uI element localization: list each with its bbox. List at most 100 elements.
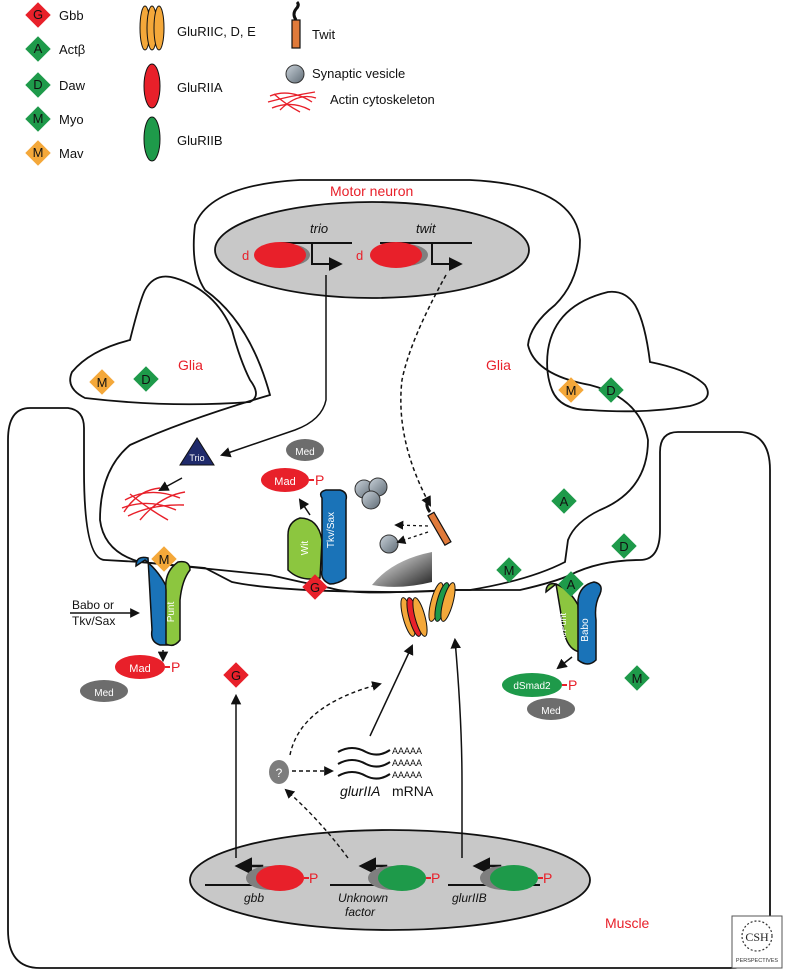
- med-left: Med: [80, 680, 128, 702]
- polya-1: AAAAA: [392, 746, 422, 756]
- gbb-secreted-letter: G: [231, 668, 241, 683]
- motor-neuron-label: Motor neuron: [330, 183, 413, 199]
- witpunt-label: Wit/Punt: [558, 612, 568, 647]
- glurIIB-expression-arrow: [450, 637, 463, 858]
- mad-left-label: Mad: [129, 663, 150, 675]
- gluriicde-icon: [139, 5, 165, 51]
- babo-receptor: [577, 581, 602, 665]
- mrna-to-glurIIA-arrow: [369, 644, 414, 737]
- unknown-mark: ?: [276, 766, 283, 780]
- polya-3: AAAAA: [392, 770, 422, 780]
- daw-free-letter: D: [619, 539, 628, 554]
- logo-line1: CSH: [745, 930, 769, 944]
- actb-bound-ligand: A: [558, 571, 584, 597]
- legend-daw: D Daw: [25, 72, 86, 98]
- legend-gluriib-label: GluRIIB: [177, 133, 223, 148]
- legend-gluriicde: GluRIIC, D, E: [139, 5, 256, 51]
- twit-repressor-red: [370, 242, 422, 268]
- gbb-activator-phos: P: [309, 870, 318, 886]
- wit-label: Wit: [300, 541, 311, 556]
- legend-twit-label: Twit: [312, 27, 336, 42]
- motor-neuron-outline: [99, 179, 649, 594]
- csh-perspectives-logo: CSH PERSPECTIVES: [731, 915, 783, 969]
- babo-receptor-complex: Wit/Punt Babo: [545, 581, 602, 665]
- unknown-expression-arrow: [284, 788, 349, 859]
- mad-top-phos: P: [315, 472, 324, 488]
- mrna-word-label: mRNA: [392, 783, 434, 799]
- legend-mav-label: Mav: [59, 146, 84, 161]
- synaptic-vesicles: [354, 477, 399, 554]
- trio-promoter-arrow: [311, 243, 343, 271]
- glurIIB-gene-label: glurIIB: [452, 891, 487, 905]
- unknown-gene-label-2: factor: [345, 905, 376, 919]
- punt-label: Punt: [166, 601, 177, 622]
- active-zone: [372, 552, 432, 587]
- gbb-activator: [256, 865, 304, 891]
- twit-promoter-arrow: [431, 243, 463, 271]
- legend-actin-label: Actin cytoskeleton: [330, 92, 435, 107]
- trio-repressor-red: [254, 242, 306, 268]
- med-top: Med: [286, 439, 324, 461]
- wit-tkvsax-receptor: Wit Tkv/Sax: [287, 489, 348, 585]
- glia-left-outline: [69, 275, 257, 406]
- mrna-gene-label: glurIIA: [340, 783, 380, 799]
- med-top-label: Med: [295, 447, 314, 458]
- mad-top-label: Mad: [274, 476, 295, 488]
- glurIIB-activator: [490, 865, 538, 891]
- legend-actb-letter: A: [34, 41, 43, 56]
- gluriia-icon: [143, 63, 161, 109]
- actb-free-letter: A: [560, 494, 569, 509]
- twit-to-vesicle-arrow-2: [396, 531, 429, 545]
- dsmad2: dSmad2 P: [502, 673, 577, 697]
- unknown-factor-protein: ?: [269, 760, 289, 784]
- legend-gluriia-label: GluRIIA: [177, 80, 223, 95]
- logo-line2: PERSPECTIVES: [736, 958, 779, 964]
- punt-receptor-complex: Punt: [135, 556, 191, 647]
- actb-bound-letter: A: [567, 577, 576, 592]
- mav-bound-letter: M: [159, 552, 170, 567]
- glia-right-daw-letter: D: [606, 383, 615, 398]
- trio-to-actin-arrow: [158, 477, 183, 492]
- unknown-activator: [378, 865, 426, 891]
- neuron-nucleus: trio d twit d: [214, 201, 530, 299]
- legend-myo-label: Myo: [59, 112, 84, 127]
- muscle-label: Muscle: [605, 915, 650, 931]
- med-left-label: Med: [94, 688, 113, 699]
- gbb-secreted: G: [223, 662, 249, 688]
- legend-daw-letter: D: [33, 77, 42, 92]
- twit-rep-label: d: [356, 248, 363, 263]
- glia-left-daw-letter: D: [141, 372, 150, 387]
- daw-diamond-icon: [25, 72, 51, 98]
- actin-icon: [267, 91, 317, 113]
- legend-twit: Twit: [291, 0, 336, 49]
- legend-synaptic-vesicle: Synaptic vesicle: [285, 64, 405, 84]
- legend-mav: M Mav: [25, 140, 84, 166]
- legend-gluriia: GluRIIA: [143, 63, 223, 109]
- dsmad2-label: dSmad2: [513, 681, 551, 692]
- glia-left-mav-letter: M: [97, 375, 108, 390]
- trio-rep-label: d: [242, 248, 249, 263]
- receptor-to-mad-arrow: [298, 498, 311, 516]
- legend-gbb-label: Gbb: [59, 8, 84, 23]
- glia-right-ligands: M D: [558, 377, 624, 403]
- legend-actb: A Actβ: [25, 36, 85, 62]
- trio-protein: Trio: [179, 437, 215, 466]
- muscle-nucleus: P gbb P Unknown factor P glurIIB: [189, 829, 591, 931]
- gluriib-icon: [143, 116, 161, 162]
- twit-protein: [425, 499, 452, 547]
- tkvsax-note-label: Tkv/Sax: [72, 614, 115, 628]
- glia-right-mav-letter: M: [566, 383, 577, 398]
- mad-left-phos: P: [171, 659, 180, 675]
- mad-left: Mad P: [115, 655, 180, 679]
- glia-right-outline: [546, 290, 709, 413]
- unknown-gene-label-1: Unknown: [338, 891, 388, 905]
- twit-icon: [291, 0, 301, 49]
- myo-free-letter-2: M: [632, 671, 643, 686]
- legend-gluriicde-label: GluRIIC, D, E: [177, 24, 256, 39]
- legend-myo: M Myo: [25, 106, 84, 132]
- daw-free-ligand: D: [611, 533, 637, 559]
- myo-diamond-icon: [25, 106, 51, 132]
- legend-actb-label: Actβ: [59, 42, 85, 57]
- glia-left-label: Glia: [178, 357, 203, 373]
